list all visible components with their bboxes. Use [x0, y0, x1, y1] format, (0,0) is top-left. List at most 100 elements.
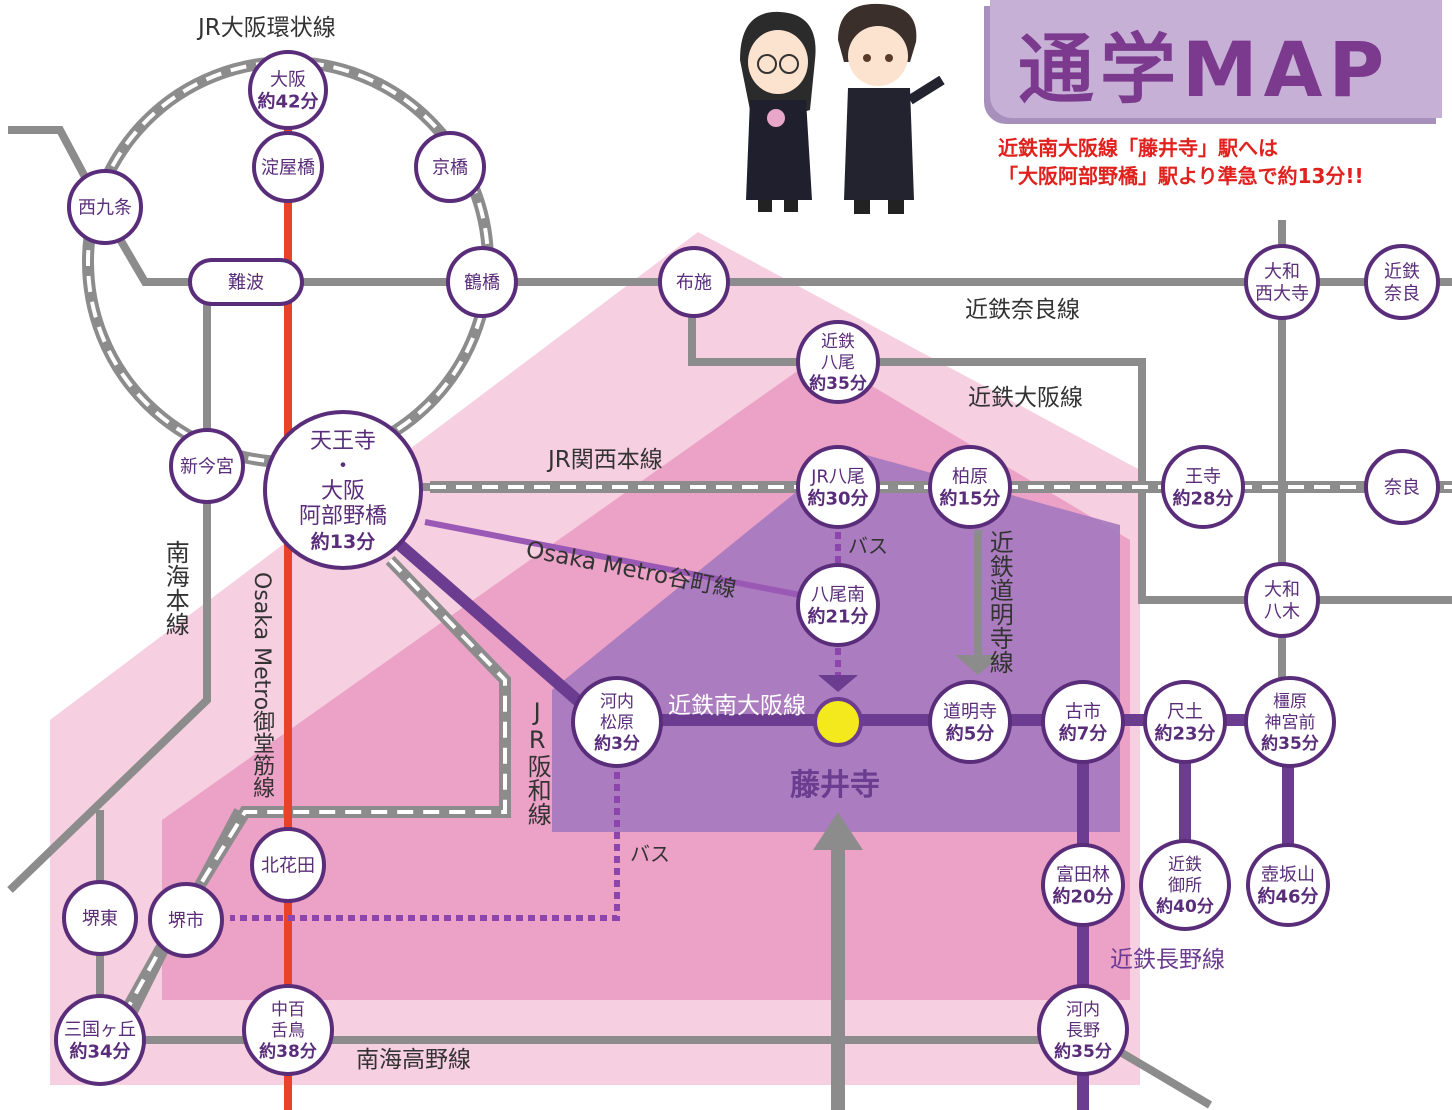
- station-label: 奈良: [1384, 283, 1420, 304]
- station-label: 約23分: [1154, 722, 1215, 744]
- station-label: 堺市: [168, 910, 204, 931]
- station-namba: 難波: [188, 258, 304, 306]
- station-label: 北花田: [261, 855, 315, 876]
- mascot-boy: [838, 3, 945, 214]
- station-label: 奈良: [1384, 477, 1420, 498]
- mascot-characters: [740, 3, 945, 214]
- station-label: 御所: [1168, 876, 1202, 896]
- station-label: 八尾南: [811, 584, 865, 605]
- station-nishikujo: 西九条: [67, 169, 143, 245]
- destination-marker: [813, 697, 863, 747]
- station-yodoyabashi: 淀屋橋: [252, 131, 324, 203]
- station-label: 約46分: [1257, 885, 1318, 907]
- station-label: 約42分: [257, 90, 318, 112]
- station-nara: 奈良: [1364, 449, 1440, 525]
- destination-name: 藤井寺: [790, 768, 880, 803]
- station-tsuruhashi: 鶴橋: [446, 246, 518, 318]
- notice-line-1: 近鉄南大阪線「藤井寺」駅へは: [998, 136, 1278, 160]
- line-label-jr-hanwa: JR阪和線: [523, 698, 552, 826]
- station-label: 近鉄: [1384, 261, 1420, 282]
- station-label: 約35分: [809, 373, 867, 394]
- station-label: 約7分: [1059, 722, 1108, 744]
- station-label: 大阪: [321, 479, 365, 504]
- station-label: 約35分: [1054, 1041, 1112, 1062]
- line-label-kintetsu-minami-osaka: 近鉄南大阪線: [668, 693, 806, 719]
- station-label: 近鉄: [1168, 855, 1202, 875]
- station-label: 天王寺: [310, 429, 376, 454]
- station-label: 大和: [1264, 579, 1300, 600]
- station-label: 約28分: [1172, 487, 1233, 509]
- line-label-jr-loop: JR大阪環状線: [198, 15, 336, 41]
- station-label: 長野: [1066, 1021, 1100, 1041]
- line-label-nankai-main: 南海本線: [161, 540, 190, 636]
- station-label: 大和: [1264, 261, 1300, 282]
- station-label: 約38分: [259, 1041, 317, 1062]
- notice-line-2: 「大阪阿部野橋」駅より準急で約13分!!: [998, 164, 1364, 188]
- station-label: 約30分: [807, 487, 868, 509]
- metro-tanimachi-line: [424, 519, 801, 598]
- page-title: 通学MAP: [1018, 25, 1391, 114]
- station-label: 近鉄: [821, 332, 855, 352]
- station-label: 神宮前: [1265, 713, 1316, 733]
- station-label: 阿部野橋: [299, 504, 387, 529]
- station-label: 八木: [1264, 601, 1300, 622]
- bus-lines: [230, 520, 841, 921]
- station-label: 中百: [271, 1000, 305, 1020]
- station-label: 橿原: [1273, 692, 1307, 712]
- station-label: 八尾: [821, 353, 855, 373]
- station-label: 鶴橋: [464, 272, 500, 293]
- station-label: 堺東: [82, 908, 118, 929]
- line-label-kintetsu-osaka: 近鉄大阪線: [968, 385, 1083, 411]
- line-label-kintetsu-domyoji: 近鉄道明寺線: [985, 530, 1014, 674]
- station-shin-imamiya: 新今宮: [169, 428, 245, 504]
- station-label: JR八尾: [810, 466, 865, 487]
- station-label: 約3分: [594, 733, 640, 754]
- station-kintetsu-nara: 近鉄奈良: [1364, 244, 1440, 320]
- station-label: 約13分: [311, 530, 375, 553]
- line-label-bus-1: バス: [848, 534, 888, 558]
- station-label: 布施: [676, 272, 712, 293]
- station-kitahanada: 北花田: [250, 827, 326, 903]
- station-label: 約21分: [807, 605, 868, 627]
- station-label: 約40分: [1156, 896, 1214, 917]
- line-label-nankai-koya: 南海高野線: [356, 1047, 471, 1073]
- station-label: 約35分: [1261, 733, 1319, 754]
- station-label: 河内: [600, 692, 634, 712]
- station-label: 淀屋橋: [261, 157, 315, 178]
- line-label-metro-midosuji: Osaka Metro御堂筋線: [249, 572, 275, 799]
- station-label: 道明寺: [943, 701, 997, 722]
- stations: 大阪約42分淀屋橋京橋西九条難波鶴橋布施大和西大寺近鉄奈良近鉄八尾約35分新今宮…: [54, 50, 1440, 1086]
- station-sakaishi: 堺市: [148, 882, 224, 958]
- station-label: ・: [332, 454, 354, 479]
- station-label: 富田林: [1056, 864, 1110, 885]
- station-label: 西大寺: [1255, 283, 1309, 304]
- station-label: 約15分: [939, 487, 1000, 509]
- station-kyobashi: 京橋: [414, 131, 486, 203]
- station-label: 河内: [1066, 1000, 1100, 1020]
- line-label-kintetsu-nara: 近鉄奈良線: [965, 297, 1080, 323]
- station-label: 難波: [228, 272, 264, 293]
- mascot-girl: [740, 11, 816, 212]
- station-label: 約34分: [69, 1040, 130, 1062]
- station-label: 新今宮: [180, 456, 234, 477]
- station-label: 京橋: [432, 157, 468, 178]
